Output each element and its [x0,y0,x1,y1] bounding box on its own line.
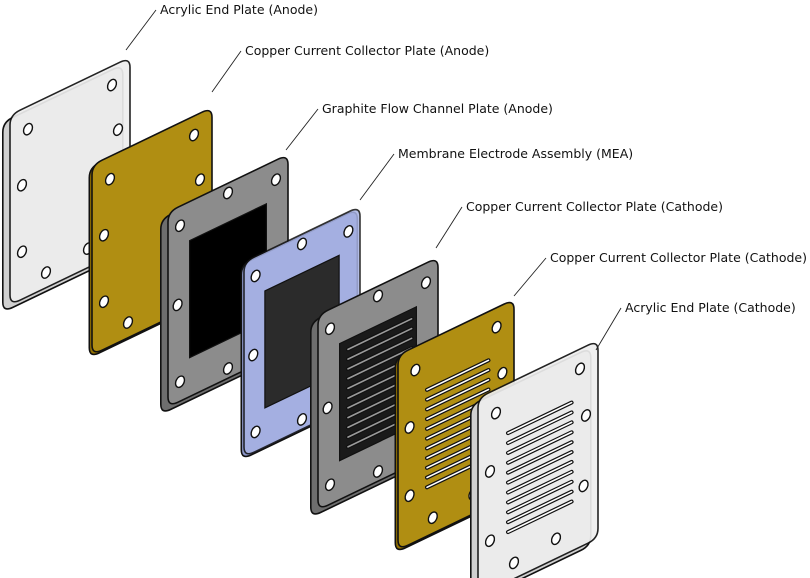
bolt-hole [578,479,589,493]
flow-channel-inner [426,359,490,391]
flow-channel-inner [347,347,413,380]
flow-channel-inner [507,461,573,494]
label-acrylic-cathode: Acrylic End Plate (Cathode) [625,300,796,315]
bolt-hole [420,276,432,290]
bolt-hole [222,362,234,375]
flow-channel-inner [426,379,490,411]
bolt-hole [372,289,384,303]
bolt-hole [574,362,586,376]
bolt-hole [484,465,496,478]
flow-channel-inner [507,471,573,504]
label-copper-anode: Copper Current Collector Plate (Anode) [245,43,489,58]
label-mea: Membrane Electrode Assembly (MEA) [398,146,633,161]
bolt-hole [490,406,502,420]
flow-channel-inner [507,411,573,444]
bolt-hole [580,409,592,422]
bolt-hole [248,348,259,362]
label-graphite-cathode: Copper Current Collector Plate (Cathode) [466,199,723,214]
bolt-hole [98,295,110,309]
label-graphite-anode: Graphite Flow Channel Plate (Anode) [322,101,553,116]
bolt-hole [324,478,336,492]
leader-line [211,50,242,93]
flow-channel-inner [507,431,573,464]
bolt-hole [174,375,186,389]
flow-channel-inner [507,441,573,474]
bolt-hole [404,489,415,503]
flow-channel-inner [347,337,413,370]
bolt-hole [404,421,415,434]
bolt-hole [296,413,308,426]
bolt-hole [16,178,28,192]
bolt-hole [484,534,496,548]
flow-channel-inner [507,480,573,514]
bolt-hole [372,465,384,478]
flow-channel-inner [507,401,573,434]
flow-channel-inner [507,421,573,454]
bolt-hole [550,532,562,546]
flow-channel-inner [507,451,573,484]
leader-line [595,307,622,351]
bolt-hole [250,425,261,439]
bolt-hole [343,224,354,238]
flow-channel-inner [347,327,413,360]
bolt-hole [22,122,34,136]
leader-line [435,206,463,249]
bolt-hole [194,173,206,187]
leader-line [359,153,395,201]
bolt-hole [16,245,28,259]
leader-line [513,257,547,297]
bolt-hole [172,298,183,312]
bolt-hole [188,128,200,142]
flow-channel-inner [507,500,573,533]
plate-acrylic-cathode [470,342,599,578]
bolt-hole [497,366,508,380]
flow-channel-inner [507,490,573,524]
bolt-hole [40,266,52,279]
bolt-hole [104,172,116,186]
bolt-hole [112,123,124,137]
leader-line [125,9,157,51]
bolt-hole [508,556,520,570]
leader-line [285,108,319,151]
bolt-hole [410,363,421,377]
flow-channel-inner [426,388,490,420]
bolt-hole [98,228,110,242]
bolt-hole [324,322,336,336]
bolt-hole [491,320,502,334]
label-acrylic-anode: Acrylic End Plate (Anode) [160,2,318,17]
bolt-hole [174,219,186,233]
bolt-hole [222,186,234,200]
bolt-hole [270,173,282,187]
flow-channel-inner [426,369,490,401]
bolt-hole [296,237,308,251]
bolt-hole [106,78,118,92]
bolt-hole [322,401,333,415]
label-copper-cathode: Copper Current Collector Plate (Cathode) [550,250,807,265]
flow-channel-inner [347,318,413,351]
bolt-hole [122,316,134,329]
bolt-hole [427,511,438,525]
bolt-hole [250,269,261,283]
